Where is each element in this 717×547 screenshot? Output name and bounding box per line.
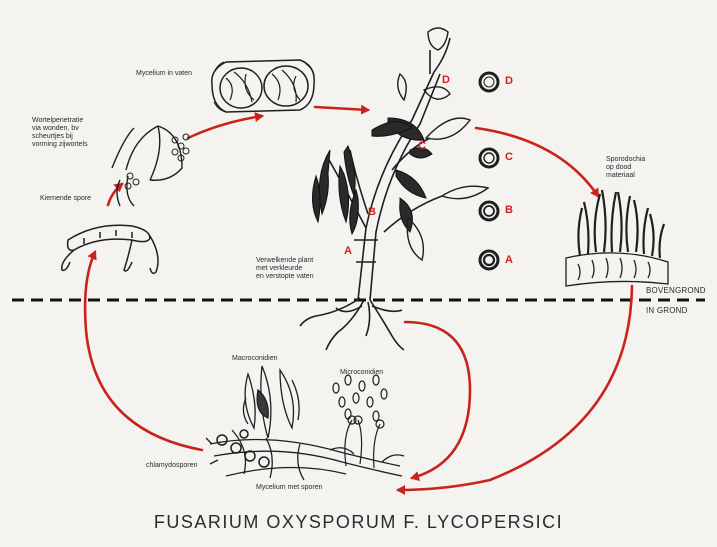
label-below-ground: IN GROND bbox=[646, 306, 688, 315]
label-microconidia: Microconidien bbox=[340, 369, 383, 377]
stem-cross-sections bbox=[480, 73, 498, 269]
label-wilting-plant-line: en verstopte vaten bbox=[256, 273, 314, 281]
arrow-root-to-vessels bbox=[188, 116, 262, 138]
soil-mycelium-drawing bbox=[206, 430, 404, 480]
stem-marker-a: A bbox=[344, 245, 352, 257]
arrow-spore-to-root bbox=[108, 184, 122, 205]
cross-section-marker-a: A bbox=[505, 254, 513, 266]
label-wilting-plant-line: Verwelkende plant bbox=[256, 257, 314, 265]
stem-marker-d: D bbox=[442, 74, 450, 86]
cross-section-marker-d: D bbox=[505, 75, 513, 87]
arrow-vessels-to-plant bbox=[315, 107, 368, 110]
label-sporodochia-line: op dood bbox=[606, 164, 645, 172]
diagram-title: FUSARIUM OXYSPORUM F. LYCOPERSICI bbox=[0, 512, 717, 533]
label-chlamydospores: chlamydosporen bbox=[146, 462, 197, 470]
stem-marker-c: C bbox=[418, 140, 426, 152]
cross-section-b bbox=[480, 202, 498, 220]
label-sporodochia-line: materiaal bbox=[606, 172, 645, 180]
label-sporodochia: Sporodochia op dood materiaal bbox=[606, 156, 645, 180]
label-above-ground: BOVENGROND bbox=[646, 286, 706, 295]
label-root-penetration-line: scheurtjes bij bbox=[32, 133, 88, 141]
vessel-cross-section bbox=[212, 60, 314, 112]
cross-section-d bbox=[480, 73, 498, 91]
label-root-penetration: Wortelpenetratie via wonden, bv scheurtj… bbox=[32, 117, 88, 149]
arrow-chlamydospores-to-spore bbox=[85, 252, 202, 450]
cross-section-a bbox=[480, 251, 498, 269]
arrow-plant-to-soil bbox=[405, 322, 470, 478]
label-root-penetration-line: via wonden, bv bbox=[32, 125, 88, 133]
sporodochia-drawing bbox=[566, 190, 668, 286]
cross-section-marker-b: B bbox=[505, 204, 513, 216]
germinating-spore-drawing bbox=[62, 225, 158, 273]
label-wilting-plant-line: met verkleurde bbox=[256, 265, 314, 273]
arrow-sporodochia-to-soil bbox=[398, 286, 632, 490]
macroconidia-drawing bbox=[243, 366, 299, 438]
label-germinating-spore: Kiemende spore bbox=[40, 195, 91, 203]
wilting-plant-drawing bbox=[300, 28, 488, 350]
cross-section-marker-c: C bbox=[505, 151, 513, 163]
cross-section-c bbox=[480, 149, 498, 167]
label-wilting-plant: Verwelkende plant met verkleurde en vers… bbox=[256, 257, 314, 281]
label-macroconidia: Macroconidien bbox=[232, 355, 278, 363]
label-sporodochia-line: Sporodochia bbox=[606, 156, 645, 164]
label-root-penetration-line: Wortelpenetratie bbox=[32, 117, 88, 125]
microconidia-drawing bbox=[333, 375, 387, 468]
label-mycelium-with-spores: Mycelium met sporen bbox=[256, 484, 323, 492]
stem-marker-b: B bbox=[368, 206, 376, 218]
label-root-penetration-line: vorming zijwortels bbox=[32, 141, 88, 149]
arrow-plant-to-sporodochia bbox=[476, 128, 598, 196]
root-penetration-drawing bbox=[112, 126, 189, 206]
label-mycelium-in-vessels: Mycelium in vaten bbox=[136, 70, 192, 78]
